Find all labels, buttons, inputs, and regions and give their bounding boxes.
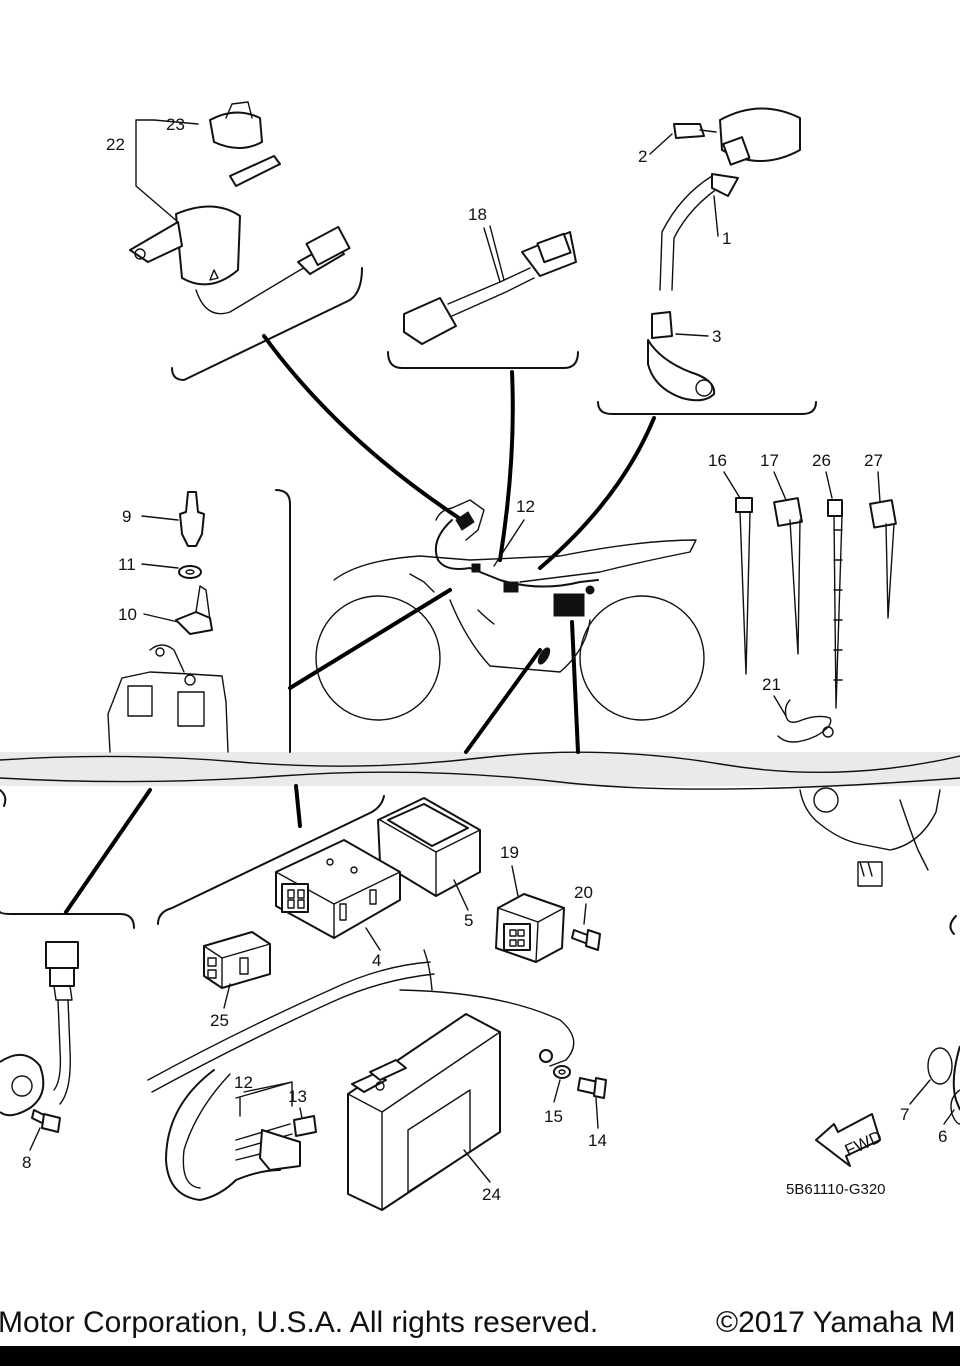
engine-fragment — [799, 787, 941, 887]
part-label-16: 16 — [708, 451, 727, 470]
part-label-22: 22 — [106, 135, 125, 154]
footer: Motor Corporation, U.S.A. All rights res… — [0, 1296, 960, 1366]
part-label-2: 2 — [638, 147, 647, 166]
part-label-25: 25 — [210, 1011, 229, 1030]
sensor-assembly — [0, 941, 79, 1133]
coupler — [203, 931, 271, 989]
part-label-17: 17 — [760, 451, 779, 470]
group-brackets — [0, 267, 957, 935]
part-label-9: 9 — [122, 507, 131, 526]
part-label-23: 23 — [166, 115, 185, 134]
part-label-3: 3 — [712, 327, 721, 346]
rubber-cover — [377, 797, 481, 897]
cdi-unit — [275, 839, 401, 939]
motorcycle-outline — [315, 499, 705, 721]
battery-screw-washer — [553, 1065, 607, 1099]
part-label-12-lower: 12 — [234, 1073, 253, 1092]
part-label-15: 15 — [544, 1107, 563, 1126]
part-label-8: 8 — [22, 1153, 31, 1172]
part-labels: 1 2 3 4 5 6 7 8 9 10 11 12 12 13 14 15 1… — [22, 115, 947, 1204]
part-label-7: 7 — [900, 1105, 909, 1124]
main-switch-assembly — [129, 101, 351, 315]
part-label-26: 26 — [812, 451, 831, 470]
part-label-27: 27 — [864, 451, 883, 470]
part-label-24: 24 — [482, 1185, 501, 1204]
part-label-19: 19 — [500, 843, 519, 862]
part-label-1: 1 — [722, 229, 731, 248]
scan-tear-band — [0, 751, 960, 790]
battery — [347, 1013, 501, 1211]
part-label-5: 5 — [464, 911, 473, 930]
part-label-20: 20 — [574, 883, 593, 902]
part-label-13: 13 — [288, 1087, 307, 1106]
cable-ties — [735, 497, 897, 743]
ignition-coil-assembly — [647, 107, 801, 402]
copyright-left-text: Motor Corporation, U.S.A. All rights res… — [0, 1306, 599, 1339]
label-leaders — [29, 133, 955, 1183]
part-label-18: 18 — [468, 205, 487, 224]
neutral-switch-assembly — [107, 491, 229, 753]
bottom-black-bar — [0, 1346, 960, 1366]
part-label-12-upper: 12 — [516, 497, 535, 516]
connector-lead-assembly — [403, 227, 577, 345]
fwd-arrow: FWD — [815, 1113, 885, 1167]
part-label-11: 11 — [118, 555, 136, 574]
copyright-right-text: ©2017 Yamaha M — [716, 1306, 956, 1339]
leader-lines — [64, 334, 656, 914]
wire-harness — [147, 949, 575, 1201]
part-label-21: 21 — [762, 675, 781, 694]
part-label-6: 6 — [938, 1127, 947, 1146]
part-label-10: 10 — [118, 605, 137, 624]
part-label-4: 4 — [372, 951, 381, 970]
part-label-14: 14 — [588, 1131, 607, 1150]
drawing-code: 5B61110-G320 — [786, 1181, 886, 1198]
right-edge-parts — [927, 1045, 960, 1125]
relay-assembly — [495, 893, 601, 963]
